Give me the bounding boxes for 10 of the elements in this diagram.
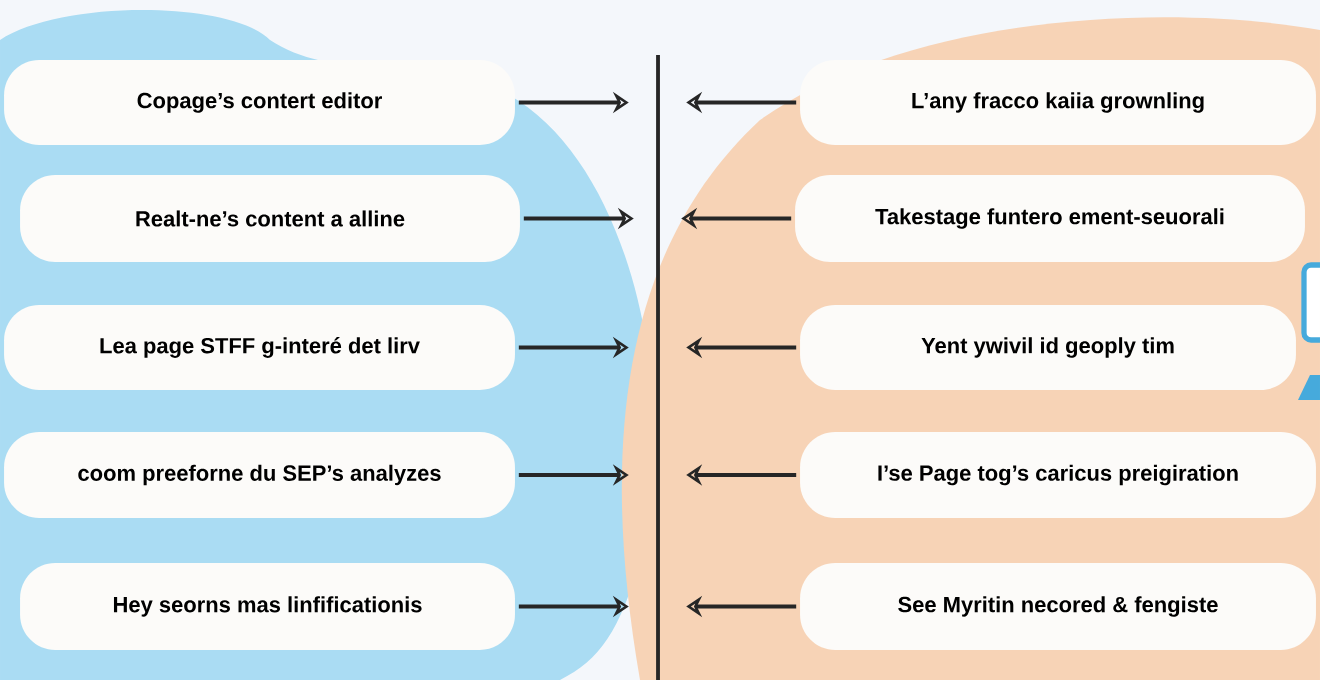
text-box: Yent ywivil id geoply tim [800, 305, 1296, 390]
text-box: Takestage funtero ement-seuorali [795, 175, 1305, 262]
text-box: I’se Page tog’s caricus preigiration [800, 432, 1316, 518]
text-box: Copage’s contert editor [4, 60, 515, 145]
text-box: Lea page STFF g-interé det lirv [4, 305, 515, 390]
text-box: L’any fracco kaiia grownling [800, 60, 1316, 145]
text-box: See Myritin necored & fengiste [800, 563, 1316, 650]
text-box: Hey seorns mas linfificationis [20, 563, 515, 650]
text-box: coom preeforne du SEP’s analyzes [4, 432, 515, 518]
text-box: Realt-ne’s content a alline [20, 175, 520, 262]
